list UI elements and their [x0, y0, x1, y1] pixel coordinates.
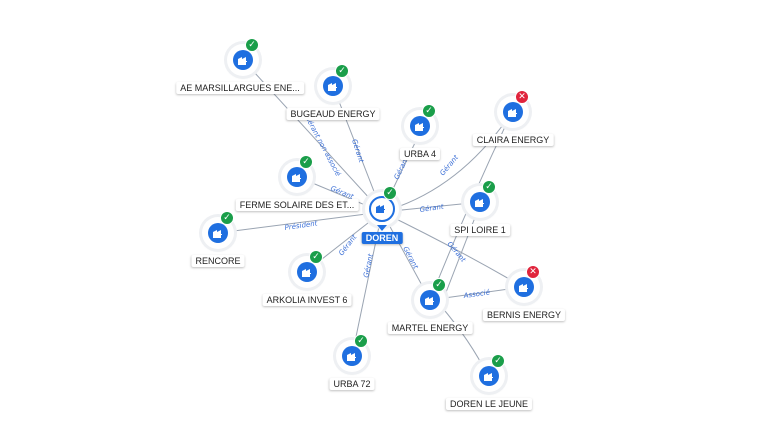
- edge-label-spiloire: Gérant: [419, 203, 444, 214]
- node-dorenjeune-label[interactable]: DOREN LE JEUNE: [445, 398, 533, 410]
- status-check-icon: ✓: [432, 278, 446, 292]
- status-check-icon: ✓: [491, 354, 505, 368]
- building-icon: [297, 262, 317, 282]
- edge-label-bernis: Gérant: [445, 240, 467, 264]
- building-icon: [287, 167, 307, 187]
- edge-label-rencore: Président: [284, 219, 318, 232]
- node-claira-circle[interactable]: ✕: [497, 90, 529, 128]
- status-check-icon: ✓: [482, 180, 496, 194]
- node-ferme-circle[interactable]: ✓: [281, 155, 313, 193]
- node-doren-circle[interactable]: ✓: [365, 186, 399, 226]
- building-icon: [208, 223, 228, 243]
- node-bugeaud-circle[interactable]: ✓: [317, 64, 349, 102]
- edge-spiloire-martel: [444, 201, 482, 296]
- edge-label-bugeaud: Gérant: [350, 138, 365, 164]
- status-check-icon: ✓: [309, 250, 323, 264]
- status-check-icon: ✓: [422, 104, 436, 118]
- building-icon: [420, 290, 440, 310]
- status-cross-icon: ✕: [515, 90, 529, 104]
- node-bugeaud-label[interactable]: BUGEAUD ENERGY: [286, 108, 380, 120]
- node-urba4-label[interactable]: URBA 4: [399, 148, 441, 160]
- building-icon: [342, 346, 362, 366]
- node-doren-label[interactable]: DOREN: [361, 232, 403, 244]
- status-check-icon: ✓: [354, 334, 368, 348]
- building-icon: [503, 102, 523, 122]
- node-spiloire-label[interactable]: SPI LOIRE 1: [450, 224, 510, 236]
- node-claira-label[interactable]: CLAIRA ENERGY: [472, 134, 554, 146]
- edge-bugeaud: [332, 85, 383, 213]
- node-ae-label[interactable]: AE MARSILLARGUES ENE...: [176, 82, 304, 94]
- status-cross-icon: ✕: [526, 265, 540, 279]
- node-martel-label[interactable]: MARTEL ENERGY: [387, 322, 473, 334]
- building-icon: [369, 196, 395, 222]
- node-dorenjeune-circle[interactable]: ✓: [473, 354, 505, 392]
- status-check-icon: ✓: [383, 186, 397, 200]
- status-check-icon: ✓: [299, 155, 313, 169]
- status-check-icon: ✓: [335, 64, 349, 78]
- pin-marker: [377, 225, 387, 231]
- building-icon: [479, 366, 499, 386]
- edge-label-martel: Gérant: [401, 245, 419, 270]
- node-urba4-circle[interactable]: ✓: [404, 104, 436, 142]
- edge-claira: [381, 111, 513, 213]
- edge-label-martel-bernis: Associé: [462, 288, 491, 300]
- node-rencore-label[interactable]: RENCORE: [191, 255, 245, 267]
- node-ferme-label[interactable]: FERME SOLAIRE DES ET...: [235, 199, 359, 211]
- node-arkolia-circle[interactable]: ✓: [291, 250, 323, 288]
- node-ae-circle[interactable]: ✓: [227, 38, 259, 76]
- status-check-icon: ✓: [220, 211, 234, 225]
- edge-bernis: [381, 211, 524, 288]
- edge-label-urba72: Gérant: [362, 253, 375, 278]
- node-spiloire-circle[interactable]: ✓: [464, 180, 496, 218]
- building-icon: [514, 277, 534, 297]
- node-bernis-circle[interactable]: ✕: [508, 265, 540, 303]
- node-arkolia-label[interactable]: ARKOLIA INVEST 6: [262, 294, 352, 306]
- building-icon: [233, 50, 253, 70]
- edge-rencore: [217, 211, 383, 234]
- node-martel-circle[interactable]: ✓: [414, 278, 446, 316]
- node-bernis-label[interactable]: BERNIS ENERGY: [482, 309, 566, 321]
- building-icon: [323, 76, 343, 96]
- node-urba72-label[interactable]: URBA 72: [329, 378, 375, 390]
- node-rencore-circle[interactable]: ✓: [202, 211, 234, 249]
- node-urba72-circle[interactable]: ✓: [336, 334, 368, 372]
- building-icon: [470, 192, 490, 212]
- status-check-icon: ✓: [245, 38, 259, 52]
- building-icon: [410, 116, 430, 136]
